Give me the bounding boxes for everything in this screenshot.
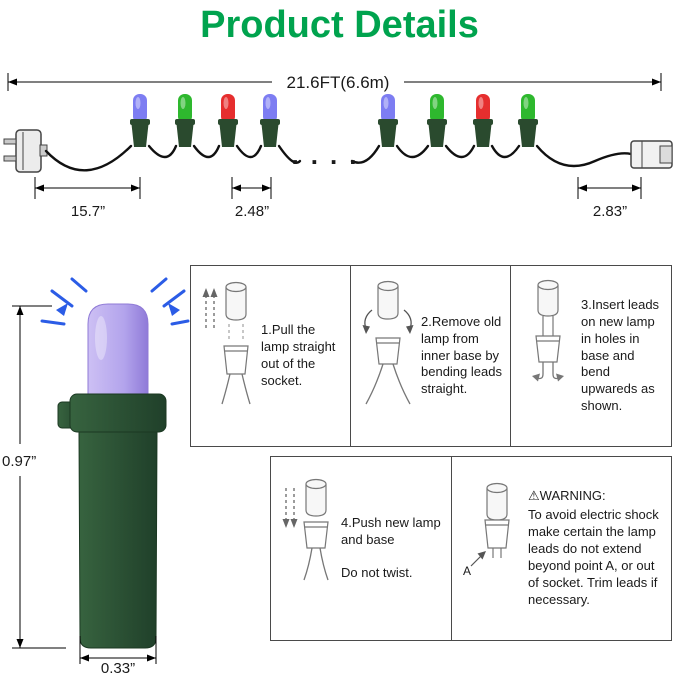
step-3-panel: 3.Insert leads on new lamp in holes in b… xyxy=(510,265,672,447)
string-wire xyxy=(44,144,633,172)
step-4-panel: 4.Push new lamp and base Do not twist. xyxy=(270,456,452,641)
socket-icon xyxy=(303,520,329,549)
total-length-dimension xyxy=(7,73,662,91)
arrow-right-icon xyxy=(652,78,661,86)
arrow-left-icon xyxy=(35,184,44,192)
socket-icon xyxy=(535,335,561,363)
arrow-right-icon xyxy=(632,184,641,192)
step-4-note: Do not twist. xyxy=(341,564,413,580)
warning-diagram: A xyxy=(463,482,510,578)
warning-panel: A ⚠WARNING: To avoid electric shock make… xyxy=(451,456,672,641)
arrow-left-icon xyxy=(80,654,89,662)
total-length-label: 21.6FT(6.6m) xyxy=(287,73,390,92)
arrow-up-icon xyxy=(16,306,24,315)
arrow-left-icon xyxy=(232,184,241,192)
lead-spacing-label: 15.7” xyxy=(71,203,105,220)
arrow-right-icon xyxy=(147,654,156,662)
bulb-icon xyxy=(305,478,327,517)
step-2-panel: 2.Remove old lamp from inner base by ben… xyxy=(350,265,511,447)
bulb-spacing-label: 2.48” xyxy=(235,203,269,220)
width-dimension xyxy=(79,636,157,664)
string-light xyxy=(130,94,150,147)
lead-spacing-dimension xyxy=(34,177,141,199)
page-title: Product Details xyxy=(200,4,479,46)
string-light xyxy=(427,94,447,147)
arrow-right-icon xyxy=(131,184,140,192)
step-1-text: 1.Pull the lamp straight out of the sock… xyxy=(261,322,336,388)
arrow-down-icon xyxy=(16,639,24,648)
point-a-label: A xyxy=(463,564,471,578)
step-2-text: 2.Remove old lamp from inner base by ben… xyxy=(421,313,502,397)
step-2-diagram xyxy=(362,280,414,405)
lamp-dimension-diagram: 0.97” 0.33” xyxy=(2,277,190,674)
step-4-diagram xyxy=(282,478,329,580)
warning-icon: ⚠ xyxy=(528,488,540,504)
bulb-icon xyxy=(377,280,399,320)
sparkle-icon xyxy=(168,303,180,316)
height-label: 0.97” xyxy=(2,453,36,470)
end-spacing-dimension xyxy=(577,177,642,199)
string-light xyxy=(473,94,493,147)
string-light xyxy=(218,94,238,147)
string-light xyxy=(378,94,398,147)
socket-icon xyxy=(223,345,249,375)
arrow-left-icon xyxy=(8,78,17,86)
lamp-bulb xyxy=(87,303,149,399)
width-label: 0.33” xyxy=(101,660,135,674)
step-1-panel: 1.Pull the lamp straight out of the sock… xyxy=(190,265,351,447)
end-spacing-label: 2.83” xyxy=(593,203,627,220)
string-light xyxy=(175,94,195,147)
continuation-dots: .... xyxy=(292,140,369,170)
socket-icon xyxy=(375,337,401,365)
warning-body: To avoid electric shock make certain the… xyxy=(528,507,659,607)
arrow-right-icon xyxy=(262,184,271,192)
step-3-text: 3.Insert leads on new lamp in holes in b… xyxy=(581,296,660,414)
power-plug xyxy=(3,129,48,173)
end-connector xyxy=(630,140,673,169)
light-rays xyxy=(40,277,190,326)
step-3-diagram xyxy=(532,279,564,382)
step-4-text: 4.Push new lamp and base xyxy=(341,515,441,548)
warning-title: WARNING: xyxy=(539,488,606,504)
string-light xyxy=(518,94,538,147)
height-dimension xyxy=(12,305,66,649)
string-lights-diagram: 21.6FT(6.6m) xyxy=(3,73,673,220)
lamp-socket xyxy=(57,393,167,649)
string-light xyxy=(260,94,280,147)
step-1-diagram xyxy=(202,281,251,405)
socket-icon xyxy=(484,518,510,549)
bulb-icon xyxy=(225,281,247,321)
bulb-icon xyxy=(537,279,559,317)
arrow-left-icon xyxy=(578,184,587,192)
bulb-icon xyxy=(486,482,508,521)
sparkle-icon xyxy=(56,303,68,316)
